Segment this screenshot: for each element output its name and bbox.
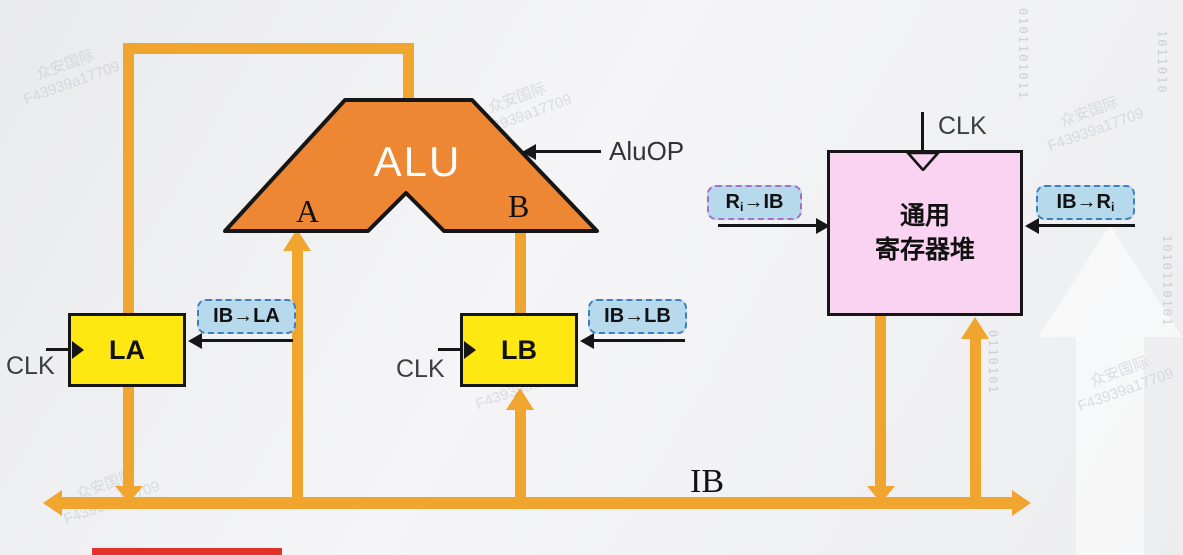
arrowhead-up-to-lb-icon <box>506 388 534 410</box>
control-box-ri-to-ib: Ri→IB <box>707 185 802 220</box>
latch-la-box: LA <box>68 313 186 387</box>
ib-to-la-label: IB→LA <box>213 305 280 327</box>
alu-output-wire-vertical <box>403 43 414 103</box>
red-underline-bar <box>92 548 282 555</box>
ib-to-lb-arrowhead-icon <box>580 333 594 349</box>
la-label: LA <box>109 334 145 365</box>
register-to-bus-wire <box>875 316 886 487</box>
la-clk-wire <box>46 348 68 351</box>
ib-to-lb-label: IB→LB <box>604 305 671 327</box>
la-clock-triangle-icon <box>72 341 84 359</box>
background-arrow-graphic <box>1038 225 1182 555</box>
aluop-label: AluOP <box>609 136 685 166</box>
alu-a-input-wire <box>292 250 303 497</box>
ib-to-ri-label: IB→Ri <box>1056 191 1115 215</box>
register-clk-label: CLK <box>938 112 987 140</box>
alu-shape <box>223 98 599 233</box>
aluop-wire <box>535 150 601 153</box>
ri-to-ib-arrowhead-icon <box>816 218 830 234</box>
register-file-title: 通用 寄存器堆 <box>875 199 975 267</box>
alu-port-b-label: B <box>508 188 530 224</box>
ib-to-lb-wire <box>593 339 685 342</box>
lb-label: LB <box>501 334 537 365</box>
lb-clock-triangle-icon <box>464 341 476 359</box>
alu-feedback-wire-left <box>123 43 134 487</box>
bus-arrowhead-right-icon <box>1012 490 1031 516</box>
ib-to-ri-arrowhead-icon <box>1025 218 1039 234</box>
watermark-text: 众安国际 F43939a17709 <box>15 39 123 109</box>
bus-arrowhead-left-icon <box>43 490 62 516</box>
register-clock-notch-icon <box>906 152 940 171</box>
alu-feedback-wire-top <box>123 43 414 54</box>
la-clk-label: CLK <box>6 352 55 380</box>
ri-to-ib-label: Ri→IB <box>725 191 784 215</box>
lb-clk-wire <box>438 348 460 351</box>
bus-to-lb-wire <box>515 408 526 497</box>
watermark-text: 众安国际 F43939a17709 <box>55 459 163 529</box>
alu-port-a-label: A <box>296 193 320 229</box>
ib-to-ri-wire <box>1038 224 1135 227</box>
ib-bus-line <box>62 497 1012 509</box>
binary-watermark-column: 1011010 <box>1155 30 1169 95</box>
binary-watermark-column: 0101101011 <box>1016 8 1030 101</box>
watermark-text: 众安国际 F43939a17709 <box>1039 86 1147 156</box>
bus-label: IB <box>690 463 724 500</box>
ib-to-la-wire <box>201 339 293 342</box>
lb-clk-label: CLK <box>396 355 445 383</box>
lb-to-alu-b-wire <box>515 226 526 313</box>
ri-to-ib-wire <box>718 224 816 227</box>
alu-label: ALU <box>373 138 462 185</box>
control-box-ib-to-ri: IB→Ri <box>1036 185 1135 220</box>
register-file-box: 通用 寄存器堆 <box>827 150 1023 316</box>
register-file-title-line1: 通用 <box>899 202 950 230</box>
arrowhead-up-bus-to-register-icon <box>961 317 989 339</box>
control-box-ib-to-lb: IB→LB <box>588 299 687 334</box>
arrowhead-up-to-a-icon <box>283 229 311 251</box>
register-clk-wire <box>921 112 924 152</box>
bus-to-register-wire <box>970 339 981 497</box>
control-box-ib-to-la: IB→LA <box>197 299 296 334</box>
latch-lb-box: LB <box>460 313 578 387</box>
binary-watermark-column: 1010110101 <box>1160 235 1174 328</box>
register-file-title-line2: 寄存器堆 <box>874 236 975 264</box>
ib-to-la-arrowhead-icon <box>188 333 202 349</box>
binary-watermark-column: 0110101 <box>986 330 1000 395</box>
